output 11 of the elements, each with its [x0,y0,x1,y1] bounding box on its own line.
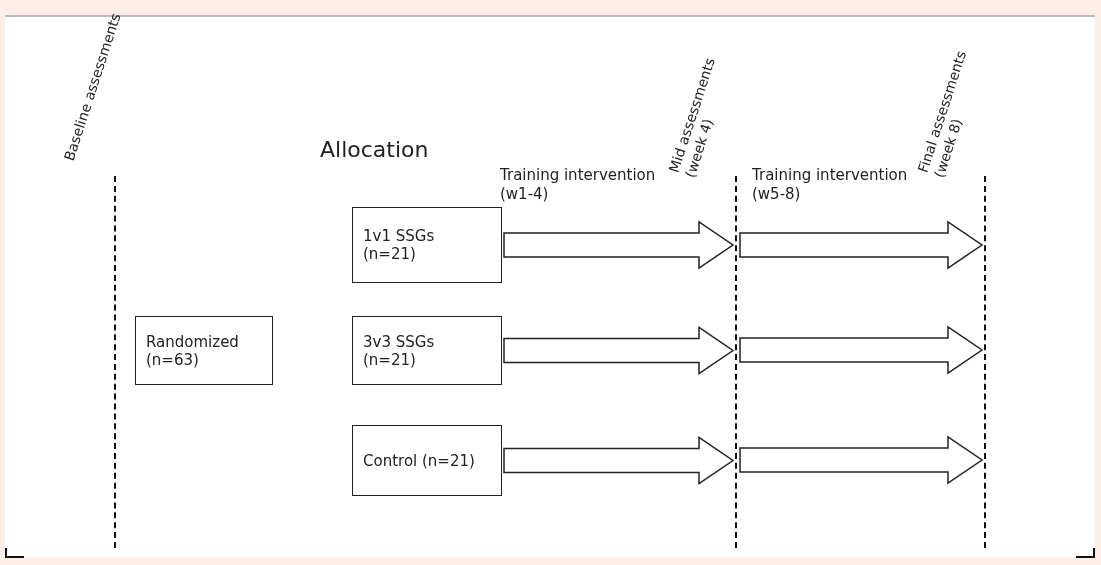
block-arrow [739,435,984,485]
block-arrow [503,220,735,270]
group-box: 3v3 SSGs (n=21) [352,316,502,385]
block-arrow [739,220,984,270]
block-arrow [739,325,984,375]
group-box: Control (n=21) [352,425,502,496]
group-box: 1v1 SSGs (n=21) [352,207,502,283]
section-heading: Allocation [320,137,430,163]
block-arrow [503,436,735,485]
process-box: Randomized (n=63) [135,316,273,385]
block-arrow [503,326,735,375]
